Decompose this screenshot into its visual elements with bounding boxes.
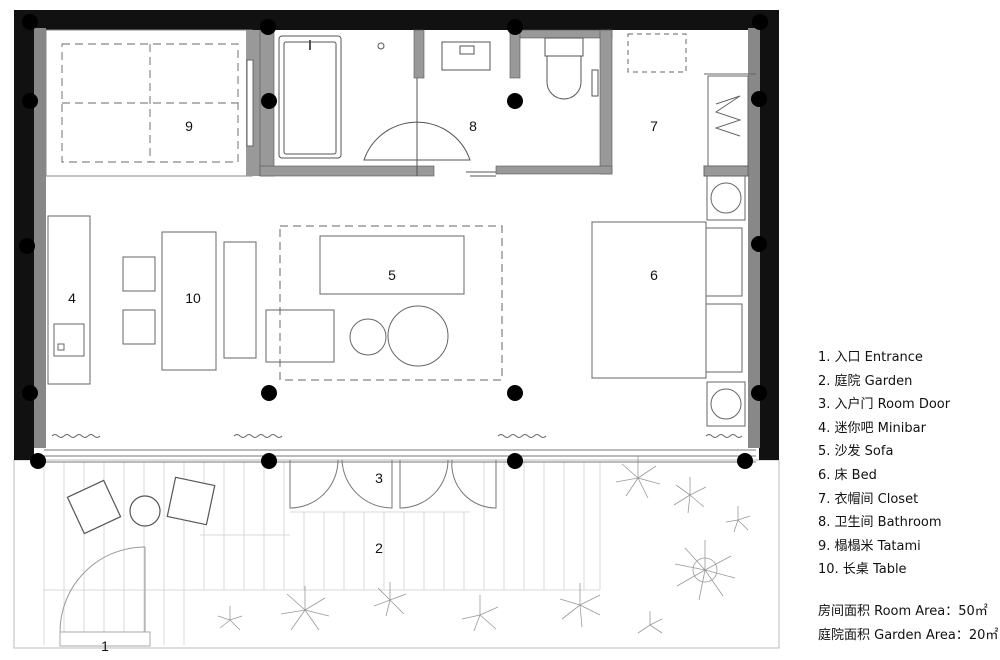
label-bed: 6 [650,267,658,283]
label-closet: 7 [650,118,658,134]
legend-item-minibar: 4. 迷你吧 Minibar [818,420,926,436]
label-table: 10 [185,290,201,306]
legend-item-table: 10. 长桌 Table [818,562,907,578]
garden-plants [217,456,751,634]
room-area-text: 房间面积 Room Area：50㎡ [818,603,988,619]
legend: 1. 入口 Entrance 2. 庭院 Garden 3. 入户门 Room … [818,346,998,648]
legend-item-sofa: 5. 沙发 Sofa [818,444,894,460]
long-table [122,231,257,371]
legend-item-garden: 2. 庭院 Garden [818,373,913,389]
entrance-gate [59,546,151,647]
legend-item-entrance: 1. 入口 Entrance [818,350,923,365]
room-doors [289,459,497,509]
curtains [51,434,743,438]
room-number-labels: 1 2 3 4 5 6 7 8 9 10 [68,118,658,654]
label-garden: 2 [375,540,383,556]
closet [627,33,756,177]
legend-item-room-door: 3. 入户门 Room Door [818,397,951,413]
structural-columns [19,14,768,469]
label-tatami: 9 [185,118,193,134]
label-bathroom: 8 [469,118,477,134]
label-entrance: 1 [101,638,109,654]
label-sofa: 5 [388,267,396,283]
tatami-room [45,29,260,177]
bed [591,175,746,427]
label-minibar: 4 [68,290,76,306]
sofa-area [265,225,503,381]
label-room-door: 3 [375,470,383,486]
legend-item-closet: 7. 衣帽间 Closet [818,491,919,507]
legend-item-bed: 6. 床 Bed [818,467,877,483]
bathroom-fixtures [278,35,599,177]
legend-item-bathroom: 8. 卫生间 Bathroom [818,515,942,531]
garden-area [13,456,780,649]
legend-item-tatami: 9. 榻榻米 Tatami [818,538,921,554]
minibar [47,215,91,385]
exterior-walls [14,10,779,460]
garden-furniture [66,476,216,535]
garden-area-text: 庭院面积 Garden Area：20㎡ [818,627,999,643]
